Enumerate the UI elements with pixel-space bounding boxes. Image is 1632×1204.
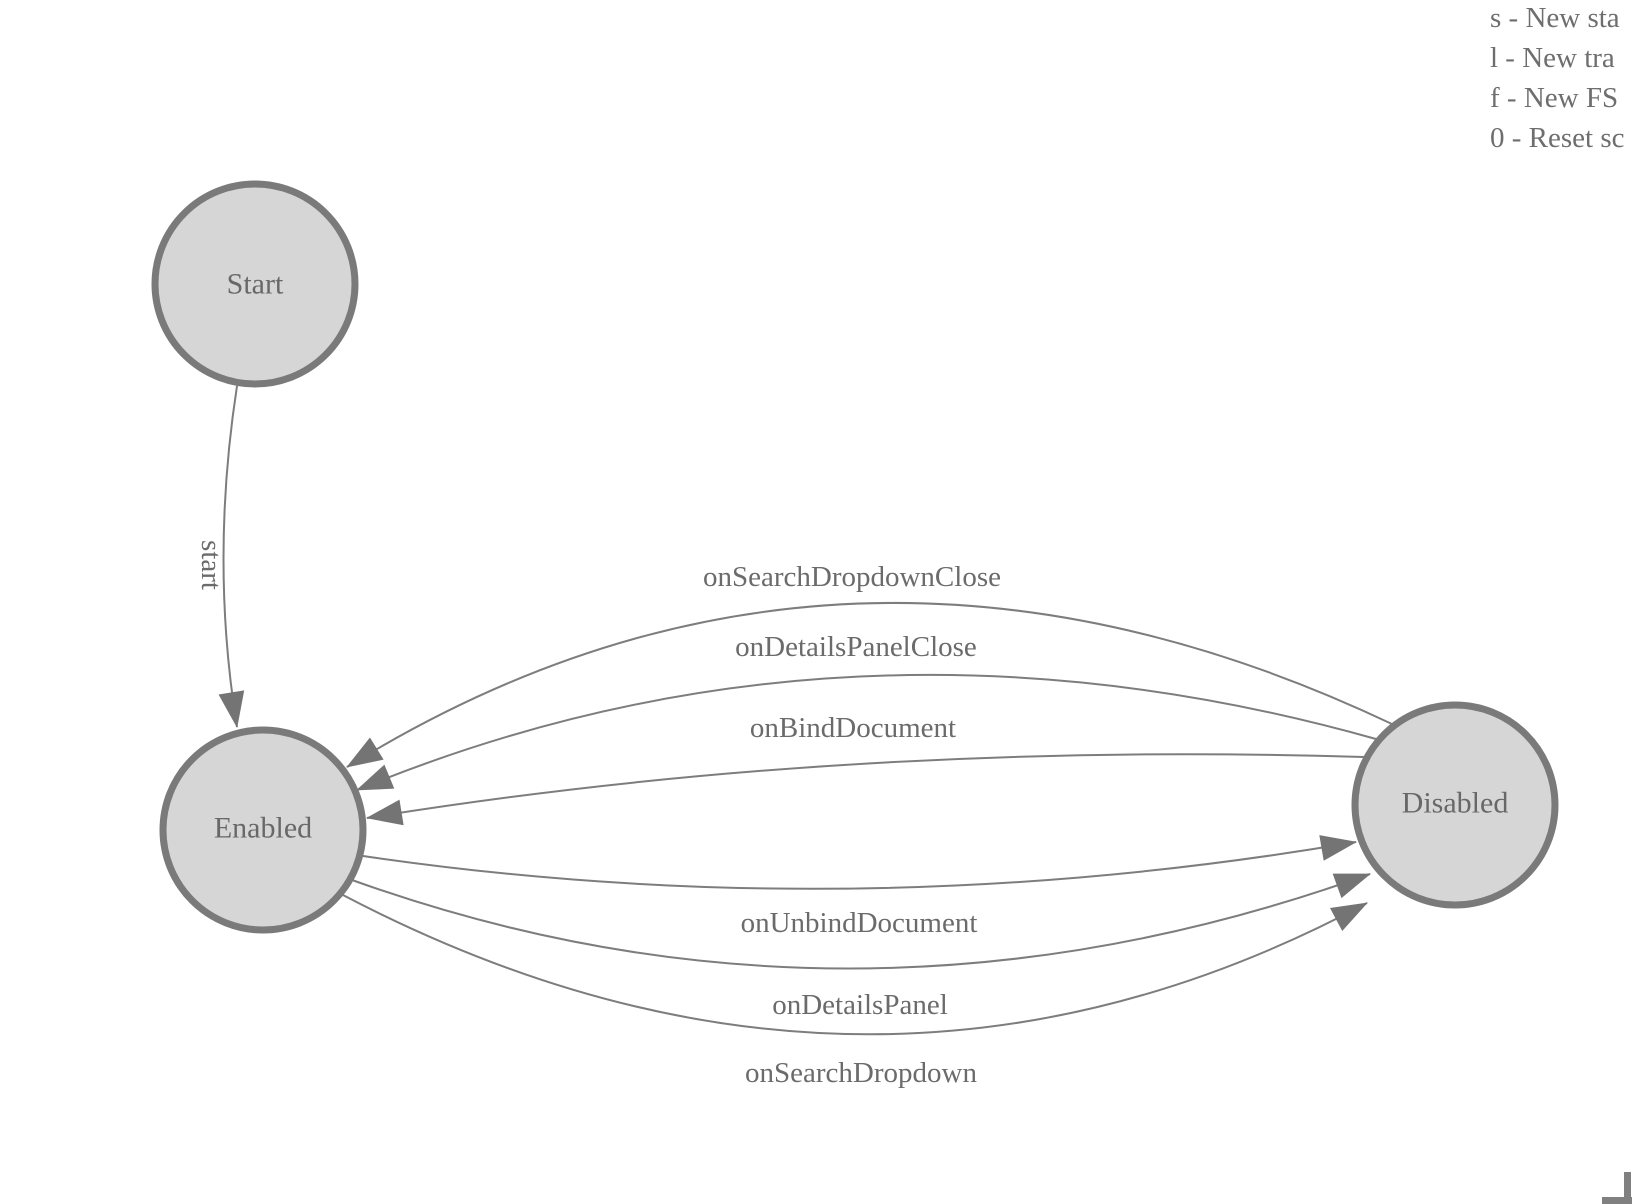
node-disabled-circle[interactable] — [1351, 701, 1559, 909]
legend-line-new-state: s - New sta — [1490, 2, 1620, 34]
edge-start[interactable]: start — [195, 385, 245, 728]
edge-path-onSearchDropdownClose[interactable] — [346, 601, 1393, 768]
edge-onDetailsPanelClose[interactable]: onDetailsPanelClose — [356, 631, 1377, 791]
legend-line-reset: 0 - Reset sc — [1490, 122, 1625, 154]
viewport-corner-handle-horizontal — [1602, 1197, 1632, 1204]
edge-onSearchDropdown[interactable]: onSearchDropdown — [340, 893, 1368, 1089]
viewport-corner-handle-vertical — [1624, 1172, 1631, 1204]
node-start[interactable]: Start — [151, 180, 359, 388]
edge-path-onUnbindDocument[interactable] — [362, 835, 1357, 890]
edge-onSearchDropdownClose[interactable]: onSearchDropdownClose — [346, 561, 1393, 768]
node-disabled-label: Disabled — [1402, 787, 1509, 820]
legend-line-new-fsm: f - New FS — [1490, 82, 1619, 114]
node-disabled[interactable]: Disabled — [1351, 701, 1559, 909]
node-enabled[interactable]: Enabled — [159, 726, 367, 934]
transition-label-onDetailsPanel: onDetailsPanel — [772, 989, 948, 1021]
node-start-circle[interactable] — [151, 180, 359, 388]
edge-path-start[interactable] — [218, 385, 245, 728]
transition-label-onDetailsPanelClose: onDetailsPanelClose — [735, 631, 977, 663]
node-enabled-circle[interactable] — [159, 726, 367, 934]
edge-onBindDocument[interactable]: onBindDocument — [366, 712, 1365, 826]
shortcut-legend: s - New sta l - New tra f - New FS 0 - R… — [1490, 0, 1632, 158]
edge-onDetailsPanel[interactable]: onDetailsPanel — [351, 873, 1371, 1021]
edge-path-onDetailsPanel[interactable] — [351, 873, 1371, 970]
edge-path-onBindDocument[interactable] — [366, 753, 1365, 826]
node-start-label: Start — [227, 268, 284, 301]
transition-label-onSearchDropdown: onSearchDropdown — [745, 1057, 977, 1089]
legend-line-new-transition: l - New tra — [1490, 42, 1615, 74]
transition-label-onBindDocument: onBindDocument — [750, 712, 956, 744]
edge-path-onDetailsPanelClose[interactable] — [356, 673, 1377, 791]
transition-label-onUnbindDocument: onUnbindDocument — [741, 907, 978, 939]
edge-path-onSearchDropdown[interactable] — [340, 893, 1368, 1036]
transition-label-start: start — [195, 540, 227, 590]
transition-label-onSearchDropdownClose: onSearchDropdownClose — [703, 561, 1001, 593]
node-enabled-label: Enabled — [214, 812, 312, 845]
edge-onUnbindDocument[interactable]: onUnbindDocument — [362, 835, 1357, 939]
